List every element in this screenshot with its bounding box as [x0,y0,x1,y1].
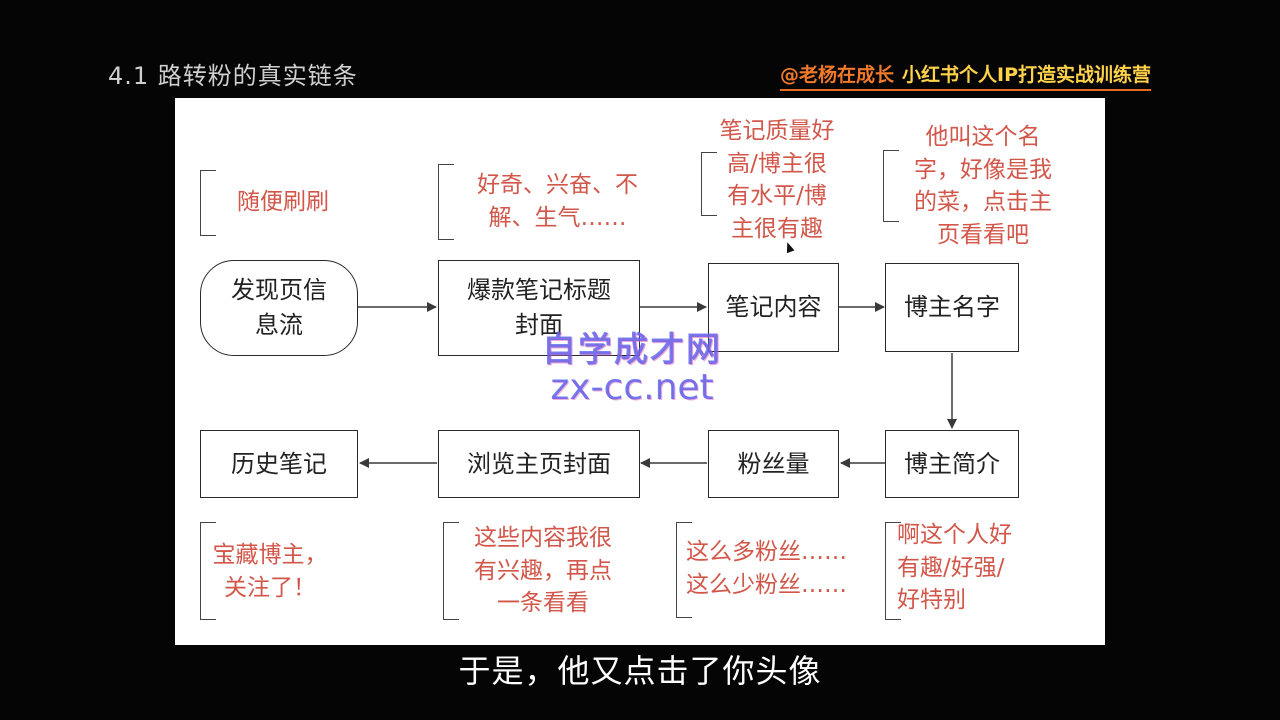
note-quality-content: 笔记质量好 高/博主很 有水平/博 主很有趣 [719,118,835,242]
brand-banner: @老杨在成长小红书个人IP打造实战训练营 [780,60,1152,91]
slide-title: 4.1 路转粉的真实链条 [108,62,358,90]
note-bracket [883,150,899,222]
note-bracket [885,522,901,620]
flow-arrows [358,302,957,468]
note-name-appeal: 他叫这个名 字，好像是我 的菜，点击主 页看看吧 [914,124,1052,248]
node-blogger-name: 博主名字 [885,263,1019,352]
node-fan-count: 粉丝量 [708,430,839,498]
note-interested-content: 这些内容我很 有兴趣，再点 一条看看 [474,525,612,617]
node-hit-note-title-cover: 爆款笔记标题 封面 [438,260,640,356]
note-bracket [443,522,459,620]
note-bracket [676,522,692,618]
note-casual-scroll: 随便刷刷 [237,189,329,215]
brand-course: 小红书个人IP打造实战训练营 [902,64,1152,86]
brand-handle: @老杨在成长 [780,64,895,86]
node-note-content: 笔记内容 [708,263,839,352]
node-history-notes: 历史笔记 [200,430,358,498]
note-treasure-follow: 宝藏博主， 关注了！ [212,542,328,601]
node-homepage-covers: 浏览主页封面 [438,430,640,498]
note-fan-reaction: 这么多粉丝…… 这么少粉丝…… [686,539,847,598]
note-curious-emotions: 好奇、兴奋、不 解、生气…… [477,172,638,231]
node-discover-feed: 发现页信 息流 [200,260,358,356]
note-interesting-person: 啊这个人好 有趣/好强/ 好特别 [897,522,1012,614]
node-blogger-bio: 博主简介 [885,430,1019,498]
note-bracket [438,164,454,240]
note-bracket [701,152,717,216]
note-bracket [200,170,216,236]
note-bracket [200,522,216,620]
flow-diagram: 发现页信 息流 爆款笔记标题 封面 笔记内容 博主名字 博主简介 粉丝量 浏览主… [175,98,1105,645]
video-subtitle: 于是，他又点击了你头像 [458,652,822,690]
